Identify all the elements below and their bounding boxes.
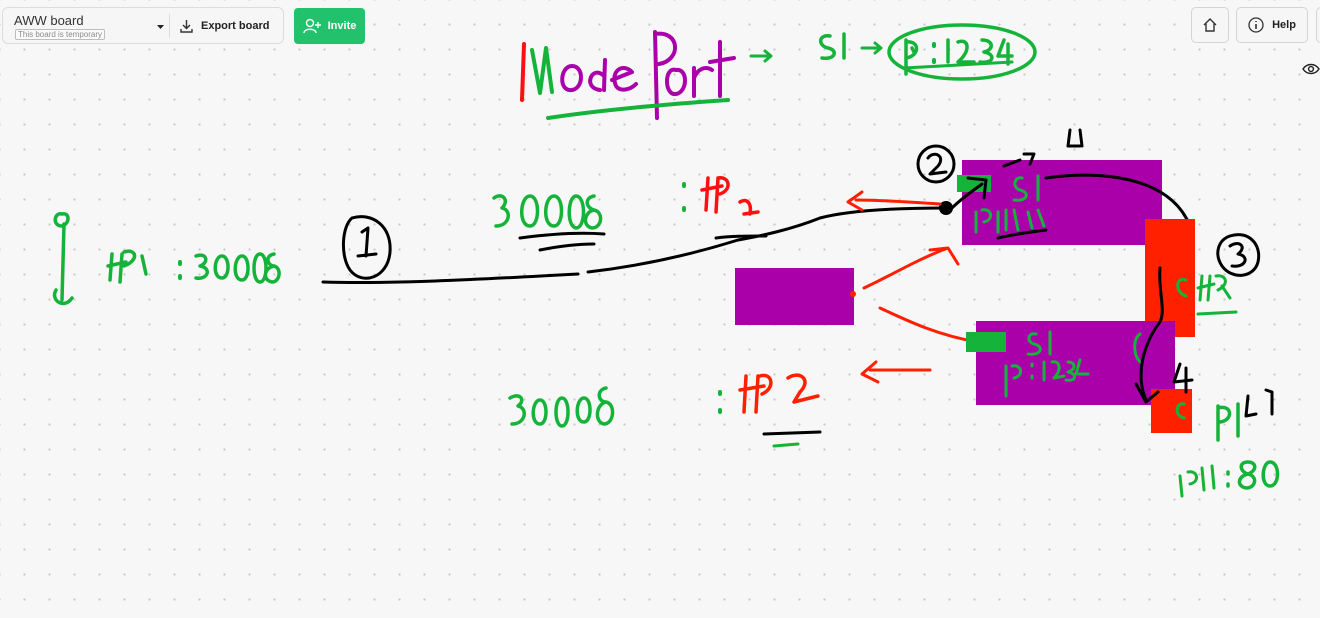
home-icon (1203, 18, 1217, 32)
port-30008-bottom-handwriting (508, 386, 615, 428)
pod-ip1-label-handwriting (682, 176, 768, 240)
container-box-red (1145, 219, 1195, 337)
port-30008-top-handwriting (492, 194, 606, 252)
pod-bottom-label-handwriting (1004, 330, 1142, 398)
connection-dot (939, 201, 953, 215)
overflow-button[interactable] (1316, 7, 1320, 43)
service-box (735, 268, 854, 325)
temporary-badge: This board is temporary (15, 29, 106, 40)
pod-ip-port-80-handwriting (1178, 460, 1280, 498)
board-name[interactable]: AWW board (14, 13, 84, 28)
black-arrow-into-pod1 (950, 176, 988, 210)
pod-top-label-handwriting (974, 174, 1048, 240)
add-user-icon (302, 18, 321, 34)
curve-container-down (1134, 266, 1164, 404)
node-ip-note-handwriting (52, 212, 281, 306)
export-board-label: Export board (201, 19, 270, 32)
home-button[interactable] (1191, 7, 1229, 43)
arrow-service-to-pod1 (862, 246, 960, 290)
container-label-handwriting (1176, 274, 1238, 316)
help-label: Help (1272, 19, 1296, 31)
pod-p1-label-handwriting (1216, 388, 1274, 442)
node-label-top-handwriting (1066, 128, 1084, 148)
service-dot (850, 291, 856, 297)
toolbar-divider (169, 13, 170, 38)
board-toolbar: AWW board This board is temporary Export… (2, 7, 284, 44)
download-icon (180, 19, 193, 33)
board-title-area[interactable]: AWW board This board is temporary (3, 8, 169, 43)
pod-box-top (962, 160, 1162, 245)
step-4-marker (1172, 362, 1194, 394)
help-button[interactable]: Help (1236, 7, 1308, 43)
black-dash-top (1002, 152, 1036, 168)
step-3-marker (1216, 233, 1261, 277)
step-2-marker (916, 144, 956, 184)
info-icon (1248, 17, 1264, 33)
pod-port-marker-bottom (966, 332, 1006, 352)
traffic-line-node-to-service (321, 206, 948, 285)
invite-label: Invite (327, 20, 357, 32)
return-arrow-top (846, 190, 942, 212)
invite-button[interactable]: Invite (294, 8, 365, 44)
title-nodeport-handwriting (520, 23, 1037, 120)
return-arrow-bottom (860, 360, 932, 384)
chevron-down-icon[interactable] (154, 20, 167, 33)
pod-ip2-label-handwriting (718, 373, 822, 448)
eye-icon[interactable] (1302, 62, 1320, 76)
export-board-button[interactable]: Export board (170, 8, 279, 43)
step-1-marker (342, 215, 392, 280)
container-small-label-handwriting (1175, 402, 1186, 420)
container-box-small (1151, 389, 1192, 433)
arrow-service-to-pod2 (878, 306, 980, 344)
